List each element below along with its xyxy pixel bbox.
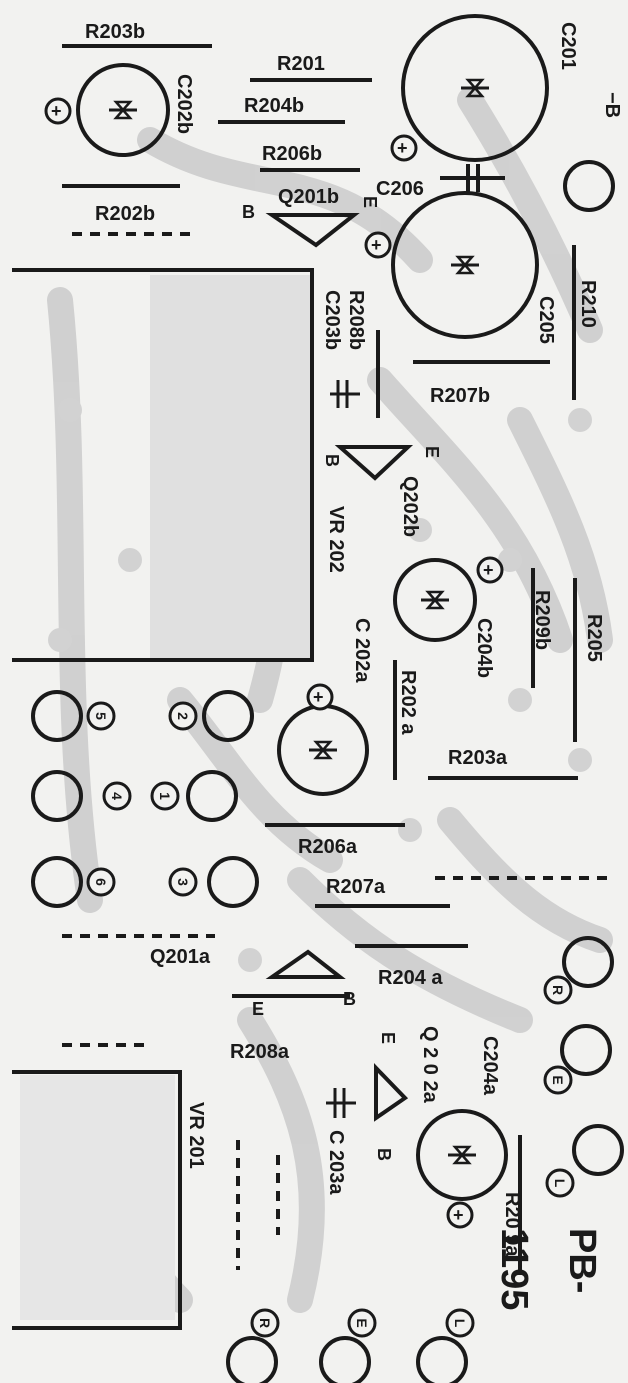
label-r204b: R204b — [244, 95, 304, 117]
label-q202b-b: B — [322, 454, 342, 467]
label-q202b: Q202b — [399, 476, 421, 537]
svg-text:+: + — [483, 560, 494, 580]
label-q202a-e: E — [378, 1032, 398, 1044]
label-r208a: R208a — [230, 1041, 290, 1063]
label-r203a: R203a — [448, 747, 508, 769]
label-q201a: Q201a — [150, 946, 211, 968]
copper-pads-bg — [48, 288, 592, 1162]
capacitor-c203b — [330, 380, 360, 408]
label-q202a-b: B — [374, 1148, 394, 1161]
pin-r-bottom: R — [257, 1318, 273, 1328]
pin-e-bottom: E — [354, 1318, 370, 1327]
label-minus-b: −B — [601, 92, 623, 118]
label-c203a: C 203a — [325, 1130, 347, 1195]
label-r202b: R202b — [95, 203, 155, 225]
transistor-q201b — [265, 213, 360, 248]
label-r202a: R202 a — [397, 670, 419, 735]
label-c202a: C 202a — [351, 618, 373, 683]
label-q202a: Q 2 0 2a — [419, 1026, 441, 1104]
label-vr202: VR 202 — [325, 506, 347, 573]
label-q201b-e: E — [360, 196, 380, 208]
svg-text:+: + — [313, 687, 324, 707]
svg-text:+: + — [51, 101, 62, 121]
svg-text:+: + — [397, 138, 408, 158]
label-r205: R205 — [583, 614, 605, 662]
transistor-q202a — [374, 1063, 409, 1122]
label-c204a: C204a — [479, 1036, 501, 1096]
pin-1: 1 — [157, 792, 173, 800]
pin-5: 5 — [93, 712, 109, 720]
label-q201a-b: B — [343, 989, 356, 1009]
capacitor-c204b: + — [393, 556, 504, 642]
svg-text:+: + — [453, 1205, 464, 1225]
board-id-prefix: PB- — [561, 1228, 603, 1293]
label-r210: R210 — [577, 280, 599, 328]
pin-3: 3 — [175, 878, 191, 886]
label-c205: C205 — [535, 296, 557, 344]
vr202-outline — [12, 268, 314, 662]
label-q201a-e: E — [252, 999, 264, 1019]
label-c201: C201 — [557, 22, 579, 70]
label-r204a: R204 a — [378, 967, 443, 989]
capacitor-c201: + — [390, 14, 549, 162]
label-r209b: R209b — [531, 590, 553, 650]
label-r208b: R208b — [345, 290, 367, 350]
board-id-number: 1195 — [493, 1228, 535, 1310]
horizontal-labels: R203b R201 R204b R206b Q201b B C206 R202… — [85, 21, 508, 1063]
label-c204b: C204b — [473, 618, 495, 678]
label-c206: C206 — [376, 178, 424, 200]
label-vr201: VR 201 — [185, 1102, 207, 1169]
label-q201b: Q201b — [278, 186, 339, 208]
label-q201b-b: B — [242, 202, 255, 222]
label-c202b: C202b — [173, 74, 195, 134]
transistor-q201a — [265, 949, 346, 979]
pin-l-top: L — [552, 1179, 568, 1188]
pin-l-bottom: L — [452, 1319, 468, 1328]
vr201-outline — [12, 1070, 182, 1330]
label-r207b: R207b — [430, 385, 490, 407]
label-r207a: R207a — [326, 876, 386, 898]
pin-2: 2 — [175, 712, 191, 720]
rotated-labels: C201 −B C202b E R210 C205 R208b C203b B … — [173, 22, 623, 1310]
pin-4: 4 — [109, 792, 125, 800]
label-r203b: R203b — [85, 21, 145, 43]
capacitor-c203a — [326, 1088, 356, 1118]
pin-6: 6 — [93, 878, 109, 886]
label-r201: R201 — [277, 53, 325, 75]
label-r206b: R206b — [262, 143, 322, 165]
capacitor-c202a: + — [277, 683, 369, 796]
label-c203b: C203b — [321, 290, 343, 350]
label-q202b-e: E — [422, 446, 442, 458]
capacitor-c206 — [440, 164, 505, 192]
resistor-lines — [62, 44, 578, 1275]
label-r206a: R206a — [298, 836, 358, 858]
transistor-q202b — [334, 445, 414, 481]
pad-group — [31, 160, 624, 1383]
pin-r-top: R — [550, 985, 566, 995]
dashed-jumpers — [62, 232, 608, 1270]
capacitor-c204a: + — [416, 1109, 508, 1229]
pin-e-top: E — [550, 1075, 566, 1084]
pin-circles — [86, 701, 575, 1338]
capacitor-c205: + — [364, 191, 539, 339]
label-r209a: R20 9a — [501, 1192, 523, 1257]
svg-text:+: + — [371, 235, 382, 255]
capacitor-c202b: + — [44, 63, 170, 157]
